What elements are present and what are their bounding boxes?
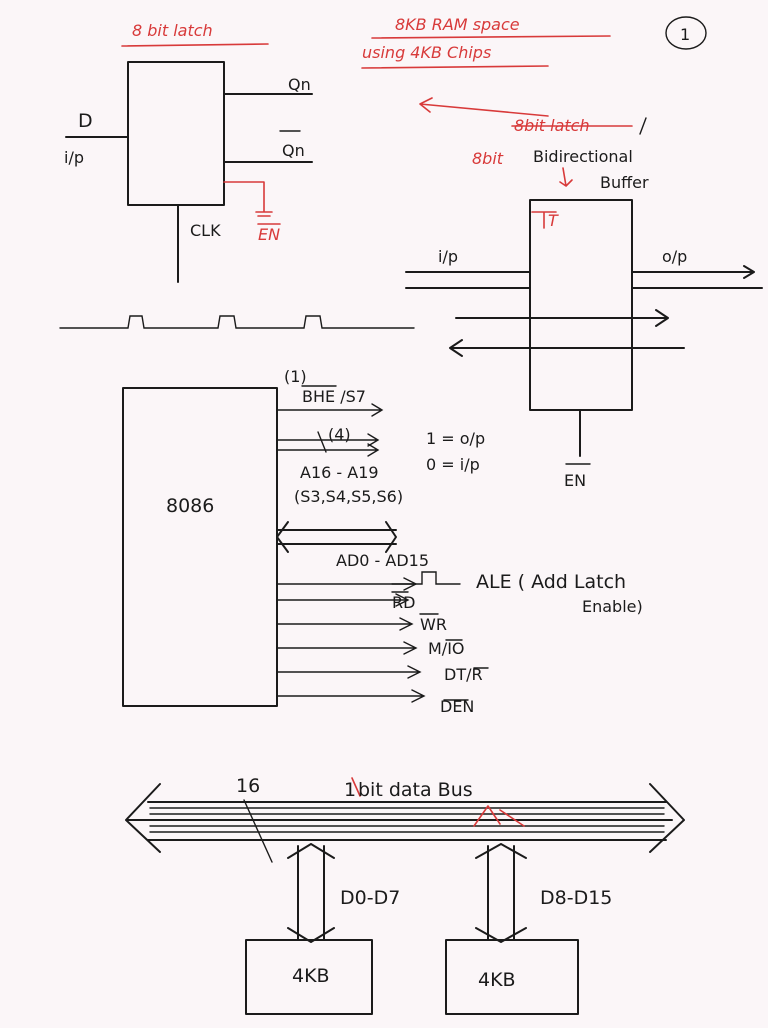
cpu-bhe-count: (1): [284, 367, 307, 386]
buffer-label-line2: Buffer: [600, 173, 649, 192]
chip-right-label: 4KB: [478, 969, 516, 991]
latch-qn-bar-label: Qn: [282, 141, 305, 160]
titles: 8 bit latch 8KB RAM space using 4KB Chip…: [121, 15, 611, 69]
bus-low-lines: D0-D7: [340, 887, 400, 909]
chip-connections: D0-D7 D8-D15: [287, 805, 612, 943]
buffer-ip-label: i/p: [438, 247, 458, 266]
buffer-note-0: 0 = i/p: [426, 455, 480, 474]
cpu-bhe-label: BHE /S7: [302, 387, 366, 406]
buffer-t-pin: T: [548, 211, 559, 230]
buffer-block: 8bit latch 8bit Bidirectional Buffer T i…: [405, 97, 763, 490]
ram-title-line2: using 4KB Chips: [362, 43, 491, 62]
buffer-en-label: EN: [564, 471, 586, 490]
bus-title: bit data Bus: [358, 779, 473, 801]
buffer-label-line1: Bidirectional: [533, 147, 633, 166]
latch-block: D i/p Qn Qn CLK EN: [59, 61, 415, 329]
latch-clk-label: CLK: [190, 221, 221, 240]
cpu-addr-label: A16 - A19: [300, 463, 379, 482]
buffer-label-prefix: 8bit: [472, 149, 504, 168]
latch-qn-label: Qn: [288, 75, 311, 94]
cpu-ad-label: AD0 - AD15: [336, 551, 429, 570]
cpu-block: 8086 (1) BHE /S7 (4) A16 - A19 (S3,S4,S5…: [122, 367, 643, 716]
cpu-dtr-label: DT/R: [444, 665, 483, 684]
cpu-wr-label: WR: [420, 615, 447, 634]
latch-title: 8 bit latch: [132, 21, 213, 40]
latch-en-label: EN: [258, 225, 280, 244]
bus-title-prefix: 1: [344, 779, 356, 801]
cpu-status-label: (S3,S4,S5,S6): [294, 487, 403, 506]
page-number: 1: [665, 16, 707, 50]
buffer-note-1: 1 = o/p: [426, 429, 485, 448]
cpu-ale-label: ALE ( Add Latch: [476, 571, 626, 593]
latch-ip-label: i/p: [64, 148, 84, 167]
cpu-addr-count: (4): [328, 425, 351, 444]
ram-title-line1: 8KB RAM space: [395, 15, 520, 34]
chip-right-box: [445, 939, 579, 1015]
bus-width-label: 16: [236, 775, 260, 797]
cpu-den-label: DEN: [440, 697, 474, 716]
cpu-rd-label: RD: [392, 593, 415, 612]
buffer-op-label: o/p: [662, 247, 687, 266]
page-number-text: 1: [680, 25, 690, 44]
data-bus: 16 1 bit data Bus: [125, 775, 685, 863]
bus-high-lines: D8-D15: [540, 887, 612, 909]
latch-d-label: D: [78, 110, 93, 132]
chip-left-box: [245, 939, 373, 1015]
cpu-mio-label: M/IO: [428, 639, 465, 658]
cpu-name: 8086: [166, 495, 214, 517]
clock-waveform: [59, 315, 415, 329]
memory-chips: 4KB 4KB: [245, 939, 579, 1015]
chip-left-label: 4KB: [292, 965, 330, 987]
cpu-ale-label-2: Enable): [582, 597, 643, 616]
